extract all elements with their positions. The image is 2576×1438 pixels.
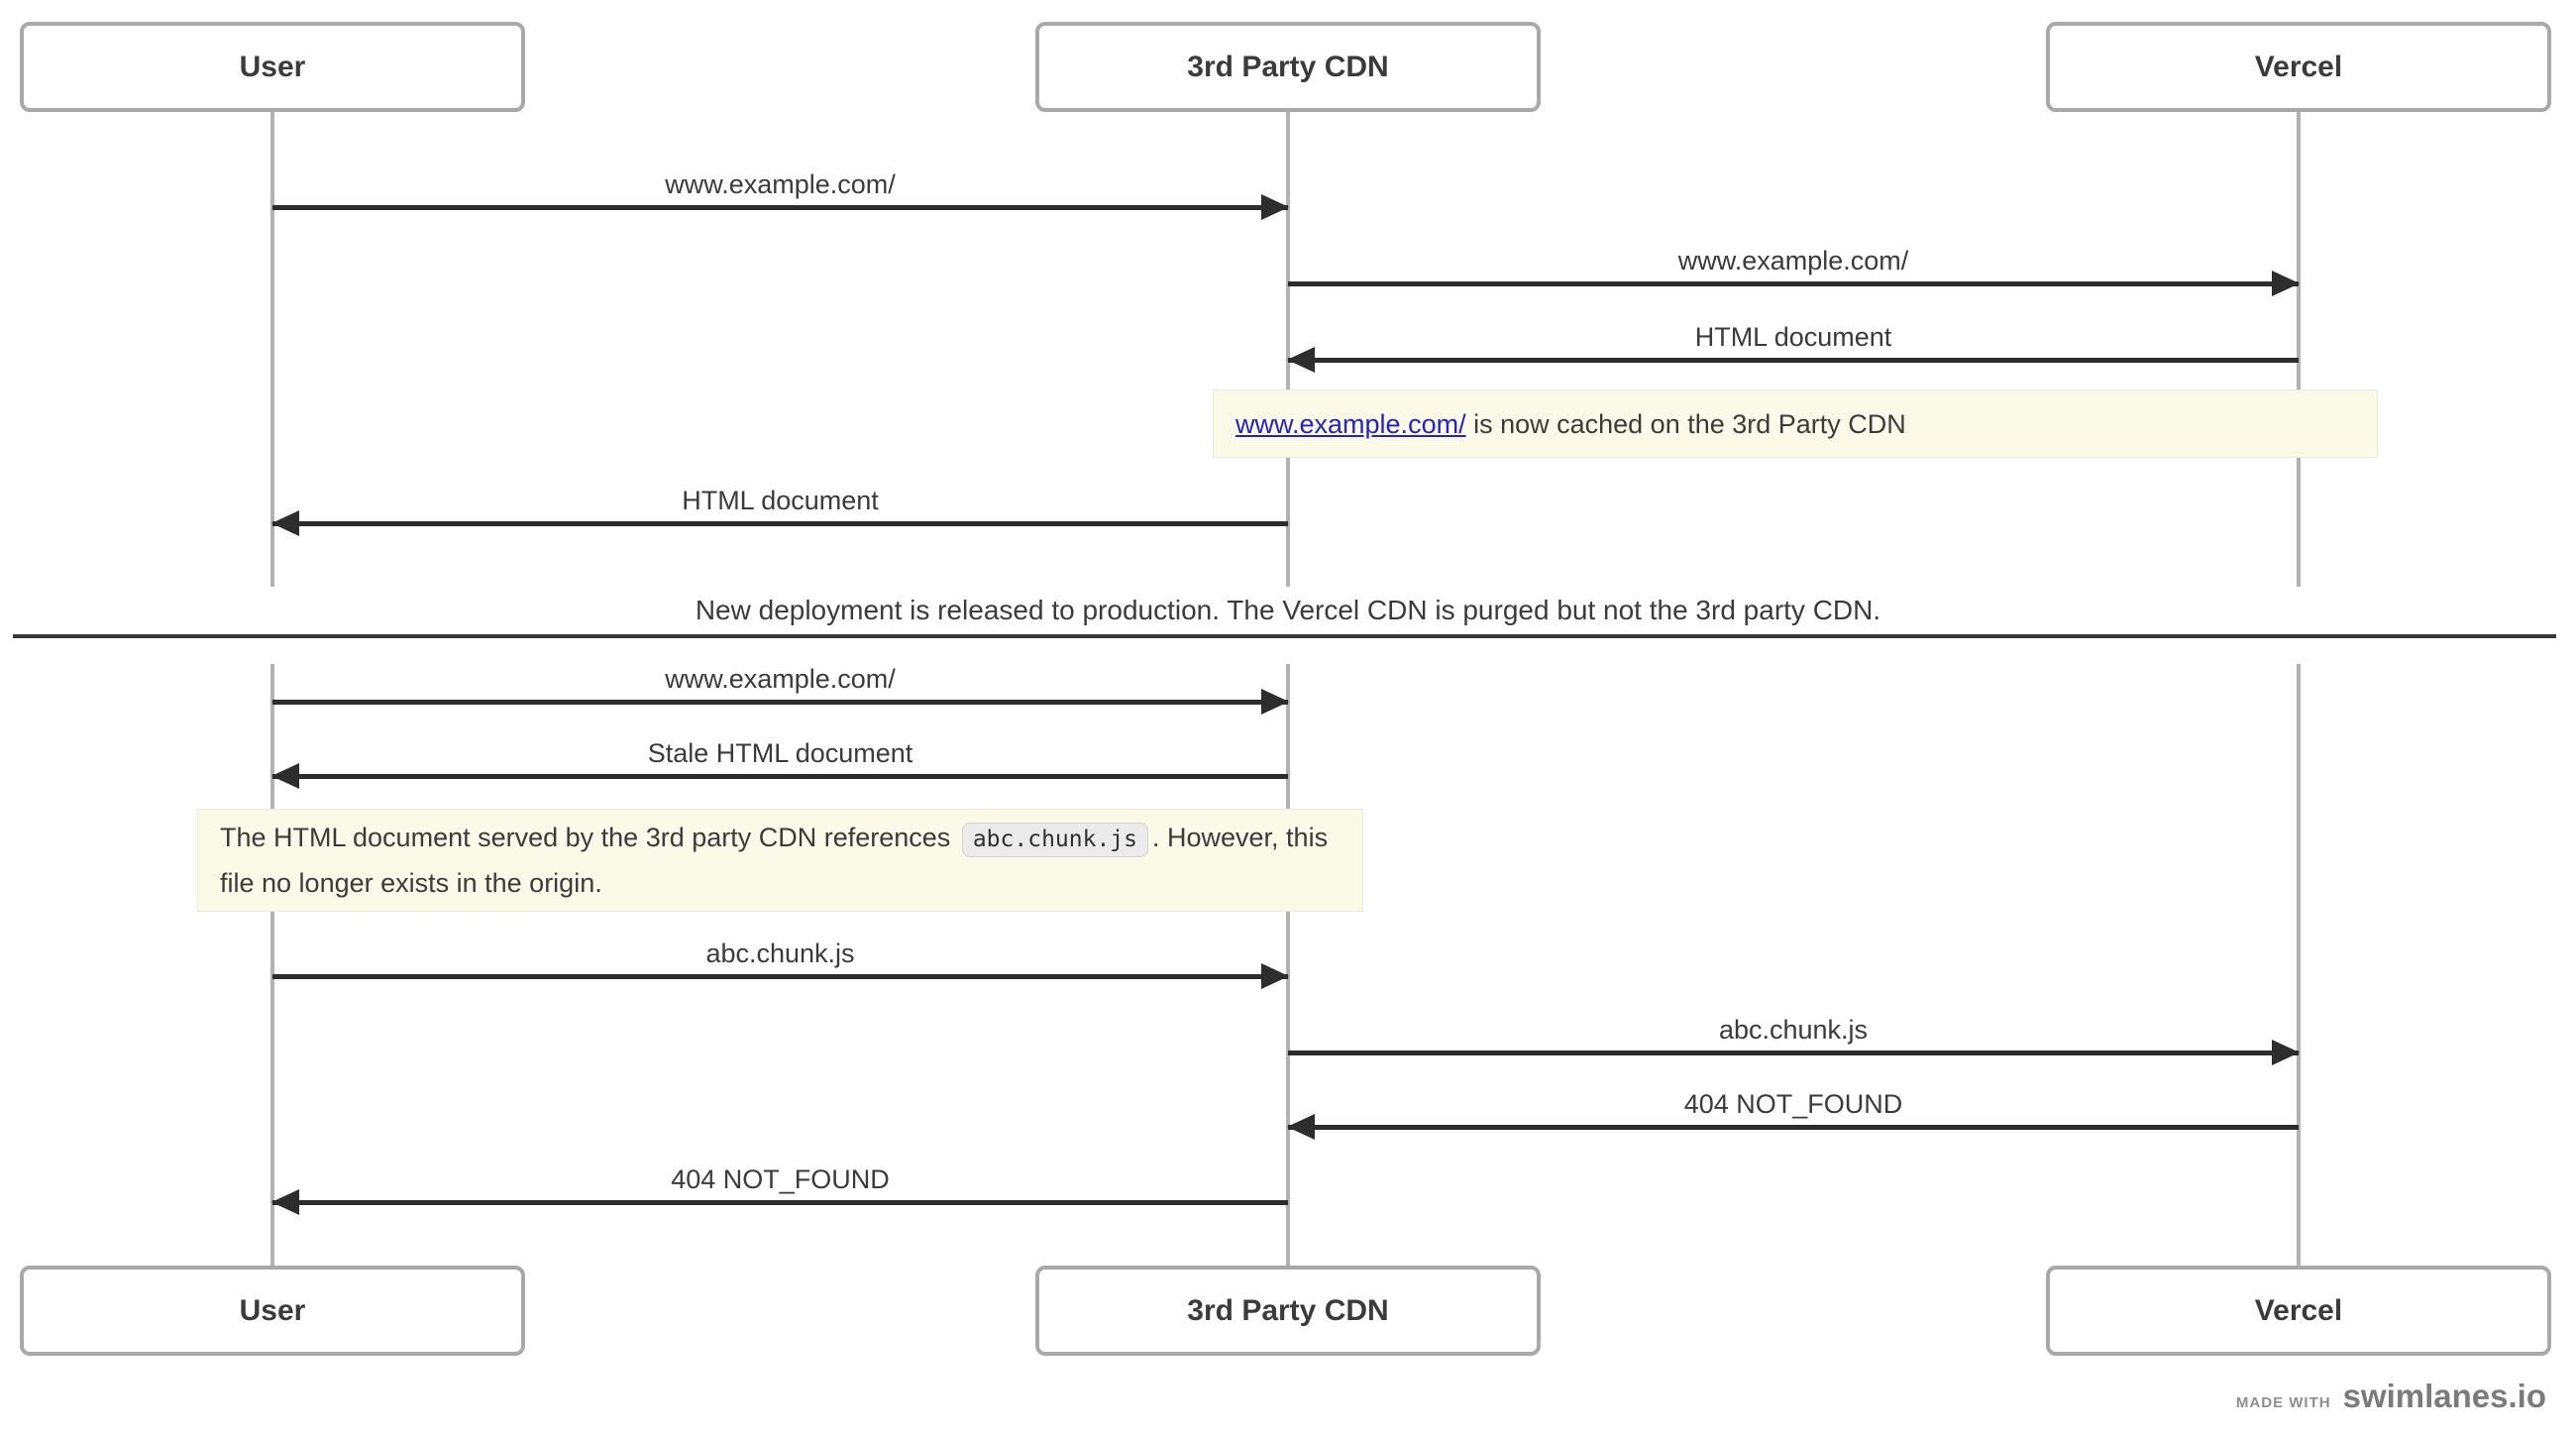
message-arrow: 404 NOT_FOUND — [271, 1156, 1288, 1215]
actor-label-vercel: Vercel — [2254, 50, 2343, 83]
divider-background — [0, 587, 2576, 664]
actor-box-user-top: User — [20, 22, 525, 112]
note-stale-reference: The HTML document served by the 3rd part… — [197, 809, 1363, 912]
arrow-line — [272, 963, 1289, 989]
message-label: www.example.com/ — [665, 169, 896, 199]
message-arrow: abc.chunk.js — [272, 930, 1289, 989]
arrow-line — [272, 194, 1289, 220]
arrow-line — [1287, 347, 2299, 373]
message-arrow: HTML document — [1287, 313, 2299, 373]
message-label: www.example.com/ — [1677, 246, 1909, 276]
message-label: 404 NOT_FOUND — [1683, 1089, 1903, 1119]
arrowhead-left-icon — [1287, 1114, 1315, 1140]
actor-label-user: User — [239, 1293, 306, 1327]
actor-box-vercel-top: Vercel — [2046, 22, 2551, 112]
arrowhead-right-icon — [1261, 194, 1289, 220]
example-url-link[interactable]: www.example.com/ — [1235, 408, 1466, 439]
arrowhead-left-icon — [1287, 347, 1315, 373]
arrow-line — [1288, 271, 2300, 296]
divider-caption: New deployment is released to production… — [695, 595, 1881, 625]
message-arrow: Stale HTML document — [271, 729, 1288, 789]
message-label: www.example.com/ — [665, 664, 896, 694]
message-label: Stale HTML document — [647, 738, 913, 768]
message-arrow: www.example.com/ — [272, 655, 1289, 715]
made-with-label: MADE WITH — [2235, 1394, 2331, 1411]
message-label: HTML document — [1694, 322, 1892, 352]
message-arrow: HTML document — [271, 477, 1288, 536]
message-arrow: abc.chunk.js — [1288, 1006, 2300, 1065]
code-chip: abc.chunk.js — [961, 823, 1148, 857]
divider-line — [13, 634, 2556, 638]
arrowhead-left-icon — [271, 1189, 299, 1215]
actor-label-user: User — [239, 50, 306, 83]
actor-label-cdn: 3rd Party CDN — [1187, 50, 1389, 83]
note-cached-on-cdn: www.example.com/ is now cached on the 3r… — [1213, 389, 2378, 458]
message-arrow: www.example.com/ — [272, 161, 1289, 220]
actor-label-cdn: 3rd Party CDN — [1187, 1293, 1389, 1327]
arrow-line — [271, 510, 1288, 536]
note-text: The HTML document served by the 3rd part… — [198, 806, 1362, 915]
note-text-rest: is now cached on the 3rd Party CDN — [1465, 408, 1906, 439]
footer: MADE WITH swimlanes.io — [2236, 1378, 2546, 1415]
message-arrow: 404 NOT_FOUND — [1287, 1080, 2299, 1140]
note-text: www.example.com/ is now cached on the 3r… — [1214, 392, 1928, 456]
arrowhead-right-icon — [2272, 1040, 2300, 1065]
arrow-line — [271, 763, 1288, 789]
swimlanes-brand[interactable]: swimlanes.io — [2342, 1378, 2546, 1414]
message-label: abc.chunk.js — [705, 939, 855, 968]
arrowhead-right-icon — [2272, 271, 2300, 296]
arrowhead-left-icon — [271, 763, 299, 789]
arrowhead-left-icon — [271, 510, 299, 536]
actor-label-vercel: Vercel — [2254, 1293, 2343, 1327]
message-label: abc.chunk.js — [1718, 1015, 1869, 1045]
arrow-line — [271, 1189, 1288, 1215]
note-text-before: The HTML document served by the 3rd part… — [220, 823, 951, 852]
message-label: 404 NOT_FOUND — [671, 1164, 890, 1194]
actor-box-vercel-bottom: Vercel — [2046, 1266, 2551, 1356]
message-label: HTML document — [682, 486, 879, 515]
lifeline-user — [270, 112, 274, 1266]
arrowhead-right-icon — [1261, 963, 1289, 989]
note-text-after: . However, this file no longer exists in… — [220, 823, 1329, 898]
arrowhead-right-icon — [1261, 689, 1289, 715]
arrow-line — [1287, 1114, 2299, 1140]
actor-box-user-bottom: User — [20, 1266, 525, 1356]
arrow-line — [1288, 1040, 2300, 1065]
message-arrow: www.example.com/ — [1288, 237, 2300, 296]
actor-box-cdn-bottom: 3rd Party CDN — [1035, 1266, 1541, 1356]
actor-box-cdn-top: 3rd Party CDN — [1035, 22, 1541, 112]
lifeline-vercel — [2297, 112, 2301, 1266]
arrow-line — [272, 689, 1289, 715]
